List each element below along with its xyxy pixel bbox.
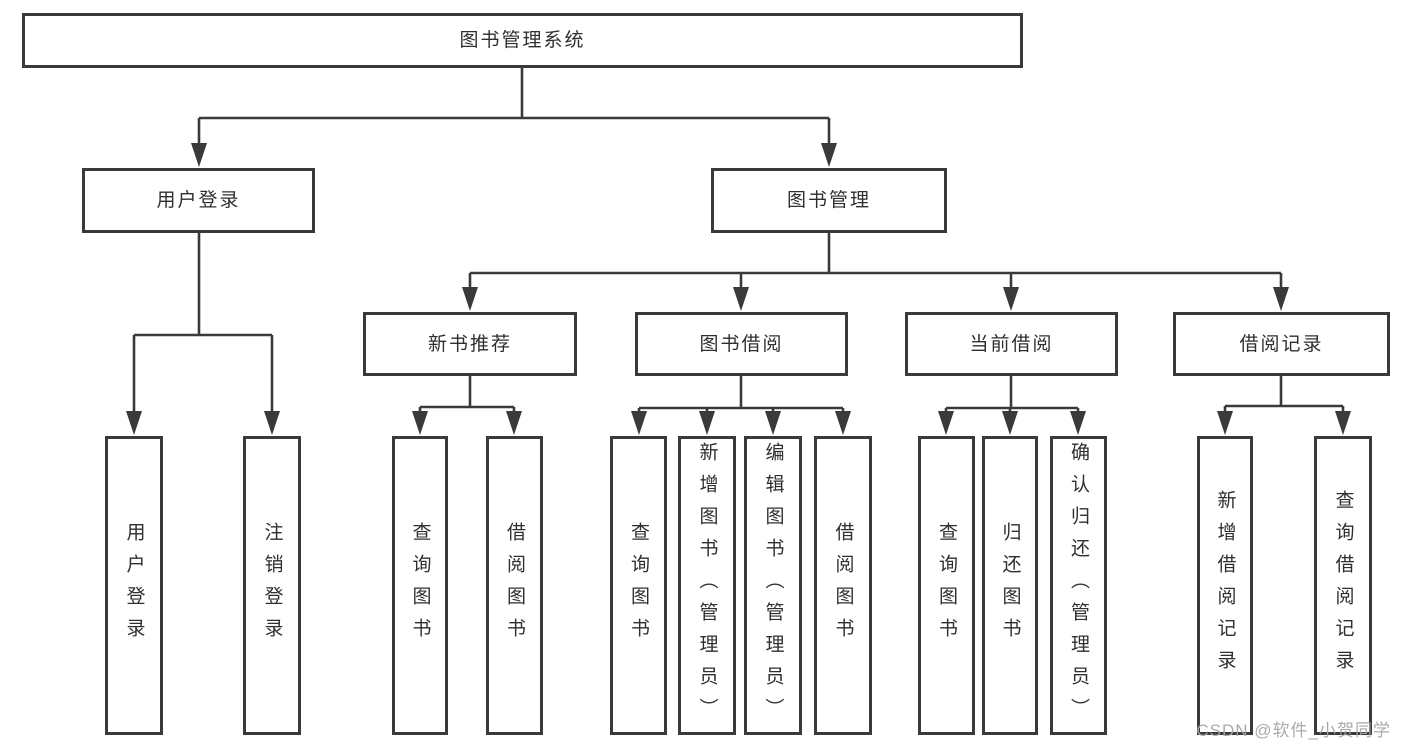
leaf-return-books-label: 归还图书 [999,521,1021,650]
leaf-logout: 注销登录 [243,436,301,735]
node-borrow-records: 借阅记录 [1173,312,1390,376]
node-root: 图书管理系统 [22,13,1023,68]
node-book-borrow: 图书借阅 [635,312,848,376]
arrowhead [765,411,781,435]
node-user-login: 用户登录 [82,168,315,233]
connector-current-borrow [944,376,1080,415]
leaf-add-borrow-record-label: 新增借阅记录 [1214,489,1236,682]
node-borrow-records-label: 借阅记录 [1239,333,1324,355]
leaf-borrow-books-recommend-label: 借阅图书 [504,521,525,650]
arrowhead [506,411,522,435]
leaf-borrow-books-borrow-label: 借阅图书 [832,521,854,650]
leaf-query-books-current: 查询图书 [918,436,975,735]
arrowhead [733,287,749,311]
leaf-logout-label: 注销登录 [261,521,283,650]
leaf-query-borrow-record: 查询借阅记录 [1314,436,1372,735]
leaf-query-books-borrow: 查询图书 [610,436,667,735]
arrowhead [412,411,428,435]
node-user-login-label: 用户登录 [156,190,241,211]
leaf-edit-book-admin: 编辑图书（管理员） [744,436,802,735]
node-root-label: 图书管理系统 [459,30,586,51]
leaf-add-book-admin: 新增图书（管理员） [678,436,736,735]
leaf-query-books-current-label: 查询图书 [936,521,957,650]
leaf-query-books-borrow-label: 查询图书 [628,521,649,650]
arrowhead [126,411,142,435]
leaf-query-borrow-record-label: 查询借阅记录 [1332,489,1354,682]
arrowhead [191,143,207,167]
connector-book-borrow [637,376,845,415]
arrowhead [1002,411,1018,435]
arrowhead [462,287,478,311]
leaf-query-books-recommend-label: 查询图书 [409,521,431,650]
leaf-user-login-label: 用户登录 [123,521,145,650]
connector-new-book-recommend [418,376,516,415]
node-book-management: 图书管理 [711,168,947,233]
connector-user-login [132,233,274,415]
leaf-borrow-books-borrow: 借阅图书 [814,436,872,735]
arrowhead [1335,411,1351,435]
node-new-book-recommend-label: 新书推荐 [427,333,512,355]
leaf-user-login: 用户登录 [105,436,163,735]
arrowhead [631,411,647,435]
arrowhead [835,411,851,435]
node-book-borrow-label: 图书借阅 [699,333,784,355]
leaf-confirm-return-admin-label: 确认归还（管理员） [1068,441,1089,730]
leaf-edit-book-admin-label: 编辑图书（管理员） [762,441,784,730]
node-book-management-label: 图书管理 [786,190,871,211]
arrowhead [938,411,954,435]
arrowhead [821,143,837,167]
watermark: CSDN @软件_小贺同学 [1196,721,1391,740]
node-current-borrow-label: 当前借阅 [969,333,1054,355]
node-current-borrow: 当前借阅 [905,312,1118,376]
leaf-borrow-books-recommend: 借阅图书 [486,436,543,735]
leaf-add-book-admin-label: 新增图书（管理员） [696,441,718,730]
connector-root [197,68,831,147]
node-new-book-recommend: 新书推荐 [363,312,577,376]
arrowhead [1217,411,1233,435]
connector-book-management [468,233,1283,291]
leaf-query-books-recommend: 查询图书 [392,436,448,735]
leaf-confirm-return-admin: 确认归还（管理员） [1050,436,1107,735]
arrowhead [264,411,280,435]
arrowhead [699,411,715,435]
arrowhead [1273,287,1289,311]
arrowhead [1070,411,1086,435]
leaf-return-books: 归还图书 [982,436,1038,735]
leaf-add-borrow-record: 新增借阅记录 [1197,436,1253,735]
connector-borrow-records [1223,376,1345,415]
arrowhead [1003,287,1019,311]
